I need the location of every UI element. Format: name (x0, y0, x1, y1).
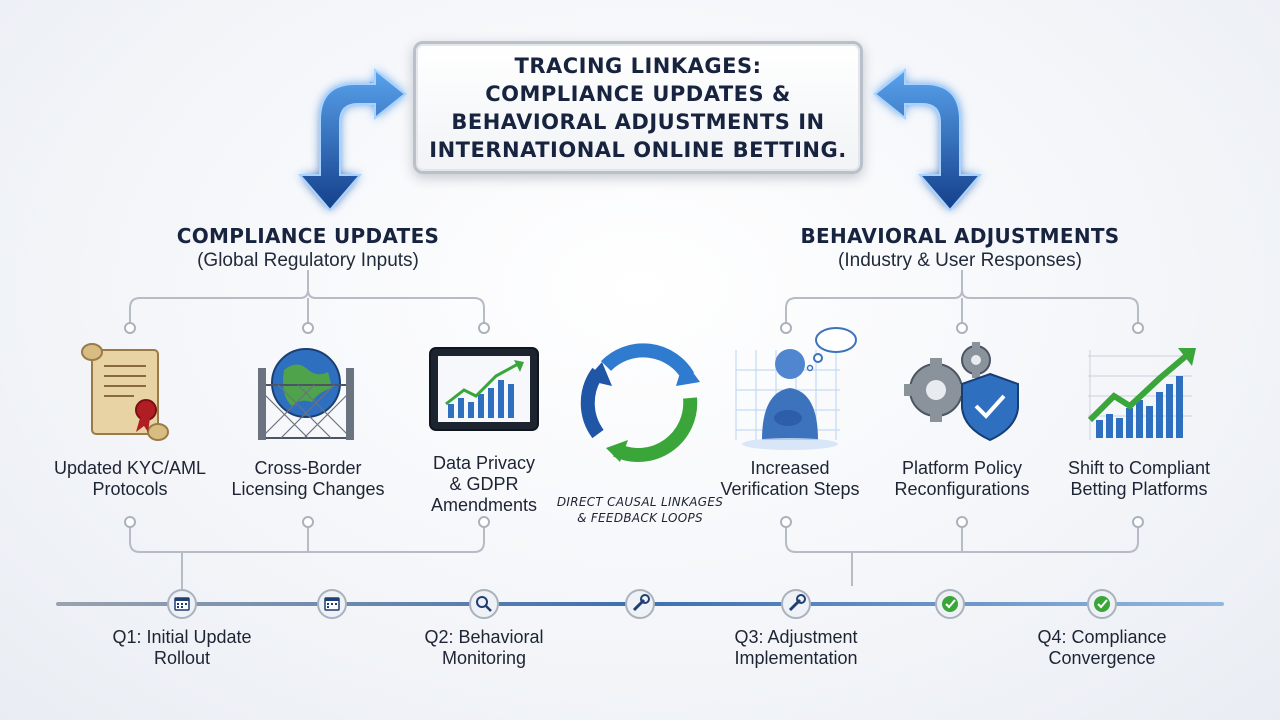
left-curved-arrow-icon (297, 67, 407, 212)
right-subheading: (Industry & User Responses) (838, 250, 1082, 271)
left-top-bracket (129, 270, 485, 324)
right-top-bracket (785, 270, 1139, 324)
timeline-label-q3: Q3: Adjustment Implementation (734, 627, 858, 668)
causal-linkages-text: DIRECT CAUSAL LINKAGES & FEEDBACK LOOPS (556, 495, 724, 525)
right-heading: BEHAVIORAL ADJUSTMENTS (800, 224, 1120, 248)
timeline-bar (56, 602, 1224, 606)
title-line-1: TRACING LINKAGES: (514, 53, 762, 78)
user-thinking-icon (735, 327, 857, 450)
globe-fence-icon (258, 348, 354, 440)
left-bottom-bracket (129, 526, 485, 594)
title-box: TRACING LINKAGES: COMPLIANCE UPDATES & B… (413, 41, 863, 174)
label-compliant-platforms: Shift to Compliant Betting Platforms (1067, 458, 1211, 499)
timeline-label-q1: Q1: Initial Update Rollout (112, 627, 252, 668)
gears-shield-icon (904, 342, 1019, 442)
title-line-2: COMPLIANCE UPDATES & (485, 81, 791, 106)
label-cross-border: Cross-Border Licensing Changes (231, 458, 385, 499)
label-data-privacy: Data Privacy & GDPR Amendments (430, 453, 538, 515)
label-kyc-aml: Updated KYC/AML Protocols (53, 458, 207, 499)
timeline-label-q2: Q2: Behavioral Monitoring (424, 627, 544, 668)
left-heading: COMPLIANCE UPDATES (176, 224, 440, 248)
scroll-seal-icon (81, 343, 169, 441)
title-line-3: BEHAVIORAL ADJUSTMENTS IN (451, 109, 825, 134)
growth-chart-icon (1087, 348, 1196, 440)
right-curved-arrow-icon (873, 67, 983, 212)
timeline-label-q4: Q4: Compliance Convergence (1037, 627, 1167, 668)
right-bottom-bracket (785, 526, 1139, 586)
label-platform-policy: Platform Policy Reconfigurations (894, 458, 1030, 499)
title-line-4: INTERNATIONAL ONLINE BETTING. (429, 137, 847, 162)
feedback-loop-icon (580, 343, 700, 462)
label-verification-steps: Increased Verification Steps (720, 458, 860, 499)
left-subheading: (Global Regulatory Inputs) (197, 250, 419, 271)
tablet-chart-icon (429, 347, 539, 431)
